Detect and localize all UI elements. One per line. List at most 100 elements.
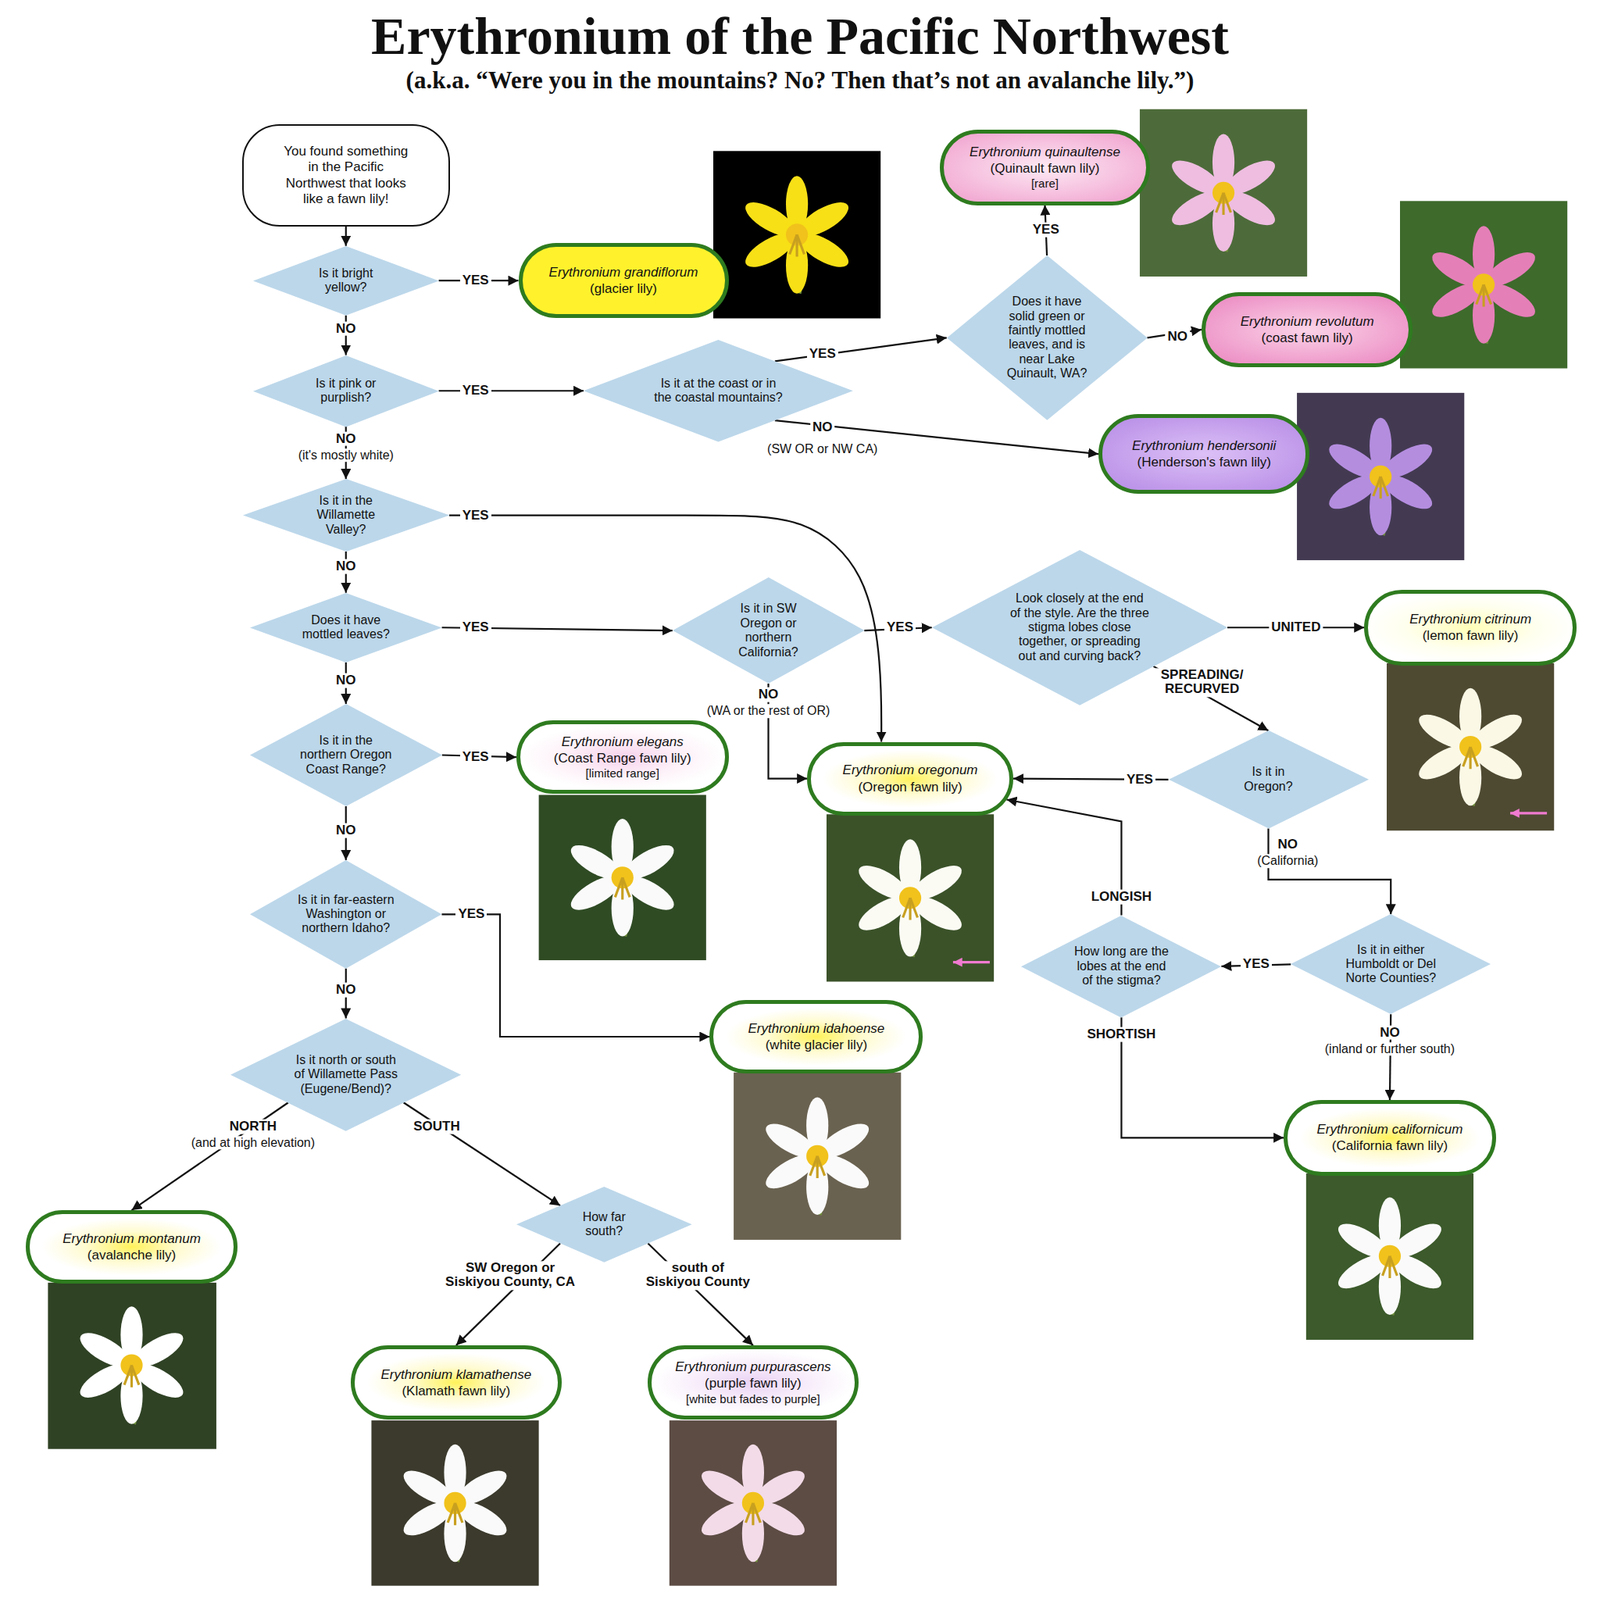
- flower-picture: [566, 818, 679, 936]
- diamond-fill: [672, 577, 865, 684]
- node-text: Erythronium klamathense: [380, 1366, 532, 1383]
- node-text: How far south?: [568, 1210, 640, 1240]
- node-text: (white glacier lily): [747, 1036, 885, 1054]
- decision-diamond: Is it in Oregon?: [1168, 730, 1369, 829]
- species-box: Erythronium hendersonii(Henderson's fawn…: [1098, 414, 1310, 494]
- diamond-fill: [516, 1186, 693, 1263]
- edge-label: NO: [333, 982, 359, 998]
- node-text-group: Erythronium elegans(Coast Range fawn lil…: [553, 733, 692, 782]
- node-text-group: Erythronium purpurascens(purple fawn lil…: [675, 1358, 831, 1407]
- flower-picture: [1333, 1197, 1447, 1315]
- edge-label: YES: [455, 907, 487, 922]
- photo-ground: [1296, 392, 1465, 561]
- photo: [1139, 109, 1308, 277]
- node-text-group: Erythronium klamathense(Klamath fawn lil…: [380, 1366, 532, 1400]
- node-text-group: Is it pink or purplish?: [308, 376, 383, 406]
- edge-label: YES: [1124, 772, 1156, 788]
- note-label: (and at high elevation): [189, 1135, 318, 1150]
- edge-label: NO: [1377, 1025, 1403, 1040]
- flower-picture: [1324, 417, 1437, 536]
- photo: [1296, 392, 1465, 561]
- diamond-fill: [250, 592, 443, 663]
- note-label: (California): [1254, 854, 1321, 869]
- node-text-group: Is it in the northern Oregon Coast Range…: [300, 733, 393, 777]
- connectors: [131, 205, 1391, 1347]
- decision-diamond: Is it in SW Oregon or northern Californi…: [672, 577, 865, 684]
- node-text: Erythronium idahoense: [747, 1020, 885, 1037]
- node-text: You found something in the Pacific North…: [279, 143, 414, 208]
- diamond-fill: [230, 1018, 461, 1132]
- node-text: (purple fawn lily): [675, 1375, 831, 1392]
- connector: [775, 337, 947, 361]
- flower-picture: [1167, 134, 1280, 252]
- edge-label: YES: [460, 507, 492, 523]
- photo-ground: [826, 814, 994, 982]
- photo-ground: [1400, 200, 1568, 368]
- flower-picture: [760, 1097, 874, 1215]
- node-text-group: Is it at the coast or in the coastal mou…: [652, 376, 785, 406]
- edge-label: YES: [1240, 957, 1272, 972]
- diamond-fill: [946, 255, 1148, 421]
- node-text: Erythronium montanum: [62, 1230, 201, 1247]
- node-text: (avalanche lily): [62, 1246, 201, 1264]
- node-text: Is it north or south of Willamette Pass …: [292, 1053, 400, 1097]
- edge-label: NO: [333, 823, 359, 839]
- node-text-group: Is it bright yellow?: [308, 266, 383, 296]
- node-text: Erythronium grandiflorum: [549, 264, 699, 281]
- species-box: Erythronium purpurascens(purple fawn lil…: [647, 1345, 859, 1420]
- species-box: Erythronium quinaultense(Quinault fawn l…: [939, 129, 1150, 206]
- pointer-arrow: [953, 960, 990, 964]
- node-text: (glacier lily): [549, 280, 699, 297]
- node-text-group: Does it have mottled leaves?: [300, 613, 392, 643]
- edge-label: YES: [460, 383, 492, 399]
- node-text-group: Erythronium citrinum(lemon fawn lily): [1409, 610, 1532, 645]
- node-text: [rare]: [969, 176, 1121, 192]
- photo-ground: [539, 794, 707, 961]
- decision-diamond: Is it in far-eastern Washington or north…: [250, 860, 442, 969]
- photo: [713, 150, 881, 318]
- connector: [403, 1102, 561, 1206]
- diamond-fill: [253, 246, 440, 316]
- connector: [1153, 666, 1268, 731]
- node-text-group: How far south?: [568, 1210, 640, 1240]
- edge-label: YES: [460, 750, 492, 765]
- species-box: Erythronium elegans(Coast Range fawn lil…: [516, 720, 729, 794]
- node-text: (Henderson's fawn lily): [1132, 453, 1276, 471]
- photo: [1306, 1173, 1474, 1340]
- edge-label: YES: [884, 620, 916, 636]
- node-text: Erythronium revolutum: [1240, 313, 1375, 330]
- edge-label: YES: [460, 273, 492, 289]
- node-text: Erythronium citrinum: [1409, 610, 1532, 628]
- edge-label: NO: [810, 420, 836, 436]
- connector: [345, 226, 347, 247]
- node-text: Erythronium elegans: [553, 733, 692, 750]
- photo: [1400, 200, 1568, 368]
- edge-label: NO: [1275, 837, 1301, 853]
- edge-label: SOUTH: [410, 1119, 463, 1135]
- diamond-fill: [242, 478, 450, 552]
- note-label: (WA or the rest of OR): [704, 704, 833, 719]
- node-text: (Coast Range fawn lily): [553, 750, 692, 767]
- decision-diamond: Is it pink or purplish?: [253, 355, 440, 427]
- node-text-group: Does it have solid green or faintly mott…: [1005, 294, 1090, 381]
- photo-ground: [371, 1420, 539, 1586]
- node-text: Is it in the Willamette Valley?: [308, 493, 383, 537]
- species-box: Erythronium oregonum(Oregon fawn lily): [807, 742, 1014, 816]
- species-box: Erythronium grandiflorum(glacier lily): [518, 242, 729, 319]
- node-text: Is it in the northern Oregon Coast Range…: [300, 733, 393, 777]
- node-text-group: Look closely at the end of the style. Ar…: [1010, 591, 1150, 664]
- node-text: Erythronium hendersonii: [1132, 437, 1276, 454]
- node-text-group: Erythronium californicum(California fawn…: [1316, 1121, 1463, 1155]
- diamond-fill: [250, 860, 442, 969]
- node-text-group: Erythronium montanum(avalanche lily): [62, 1230, 201, 1265]
- flower-picture: [398, 1444, 511, 1562]
- connector: [131, 1102, 288, 1211]
- edge-label: SW Oregon or Siskiyou County, CA: [439, 1260, 582, 1290]
- edge-label: SHORTISH: [1085, 1027, 1159, 1043]
- diamond-fill: [1290, 914, 1491, 1015]
- node-text: Is it in either Humboldt or Del Norte Co…: [1344, 942, 1437, 986]
- decision-diamond: Is it in the Willamette Valley?: [242, 478, 450, 552]
- edge-label: NO: [333, 559, 359, 575]
- connector: [1268, 828, 1392, 915]
- node-text-group: Is it in SW Oregon or northern Californi…: [729, 601, 807, 660]
